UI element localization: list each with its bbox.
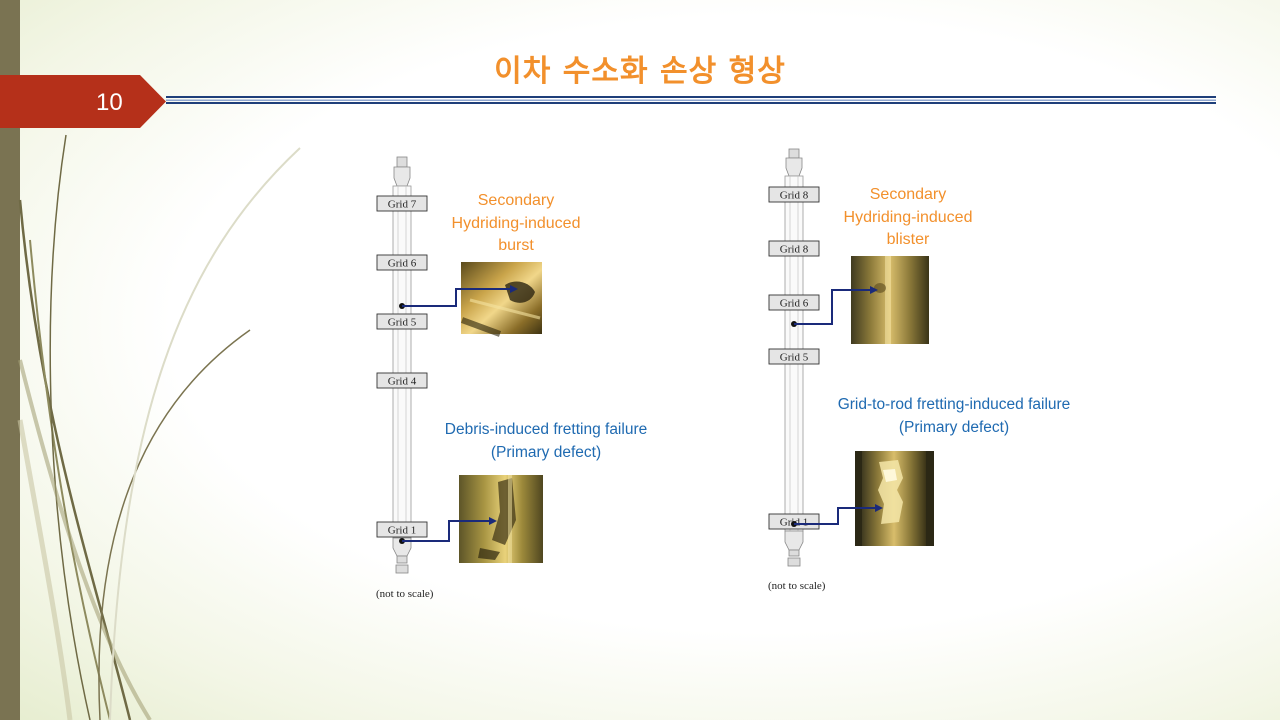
- caption-line: Hydriding-induced: [451, 214, 581, 232]
- grid-label: Grid 7: [388, 199, 417, 211]
- caption-line: (Primary defect): [898, 418, 1010, 436]
- left-secondary-caption: Secondary Hydriding-induced burst: [426, 190, 606, 258]
- caption-line: blister: [886, 231, 930, 248]
- left-burst-photo: [460, 262, 542, 337]
- grid-label: Grid 6: [388, 258, 417, 270]
- left-accent-bar: [0, 0, 20, 720]
- caption-line: (Primary defect): [490, 443, 602, 461]
- right-scale-note: (not to scale): [768, 580, 826, 592]
- caption-line: Debris-induced fretting failure: [444, 421, 648, 438]
- caption-line: Secondary: [477, 192, 555, 209]
- caption-line: Secondary: [869, 186, 947, 203]
- right-secondary-caption: Secondary Hydriding-induced blister: [818, 184, 998, 252]
- grid-label: Grid 5: [388, 317, 417, 329]
- left-primary-caption: Debris-induced fretting failure (Primary…: [406, 419, 686, 464]
- grid-label: Grid 4: [388, 376, 417, 388]
- grid-label: Grid 6: [780, 298, 809, 310]
- caption-line: burst: [498, 237, 534, 254]
- left-fretting-photo: [459, 475, 543, 563]
- caption-line: Grid-to-rod fretting-induced failure: [837, 396, 1071, 413]
- decorative-swooshes: [17, 134, 301, 720]
- left-grid-labels: Grid 7 Grid 6 Grid 5 Grid 4 Grid 1: [376, 195, 428, 538]
- left-arrow-primary: [399, 517, 497, 544]
- slide-title: 이차 수소화 손상 형상: [494, 54, 786, 89]
- grid-label: Grid 5: [780, 352, 809, 364]
- left-scale-note: (not to scale): [376, 588, 434, 600]
- right-arrow-secondary: [791, 286, 878, 327]
- title-divider: [166, 96, 1216, 104]
- right-arrow-primary: [791, 504, 883, 527]
- right-grid-labels: Grid 8 Grid 8 Grid 6 Grid 5 Grid 1: [768, 186, 820, 530]
- page-number-tab: [0, 75, 166, 128]
- caption-line: Hydriding-induced: [843, 208, 973, 226]
- left-arrow-secondary: [399, 285, 518, 309]
- right-fretting-photo: [855, 451, 934, 546]
- page-number: 10: [96, 89, 123, 116]
- left-fuel-rod: [392, 156, 412, 574]
- grid-label: Grid 1: [388, 525, 416, 537]
- right-primary-caption: Grid-to-rod fretting-induced failure (Pr…: [804, 394, 1104, 439]
- grid-label: Grid 8: [780, 244, 809, 256]
- right-blister-photo: [851, 256, 929, 344]
- grid-label: Grid 8: [780, 190, 809, 202]
